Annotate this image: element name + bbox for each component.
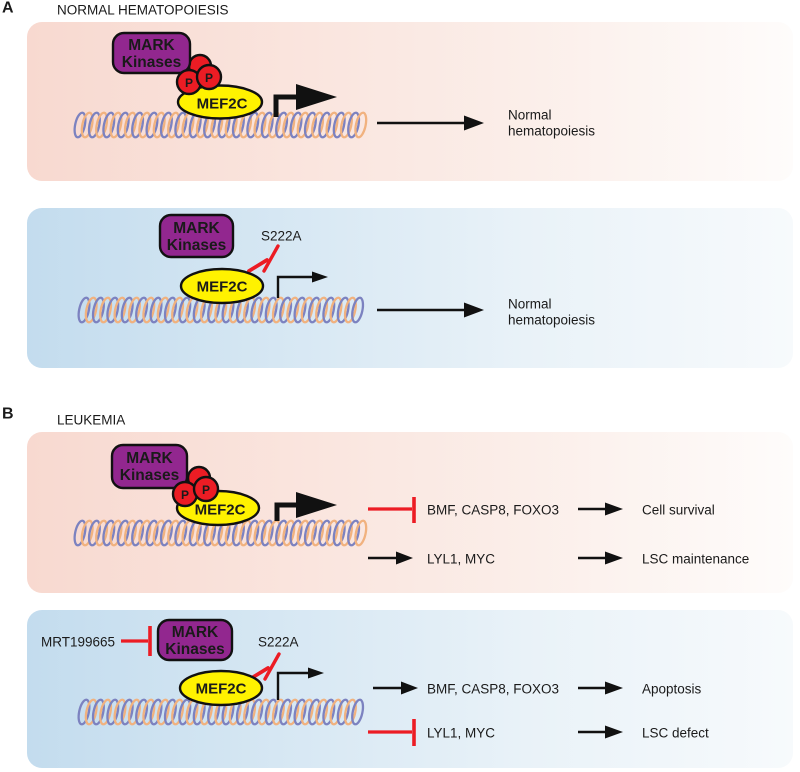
gene-label-repressed: BMF, CASP8, FOXO3 — [427, 503, 559, 518]
panel-b-inhibited-box: MRT199665 MARK Kinases S222A MEF2C BMF, … — [27, 610, 793, 768]
activation-arrow — [373, 681, 418, 695]
result-arrow — [578, 551, 623, 565]
mrt199665-label: MRT199665 — [41, 635, 115, 650]
phospho-circle — [192, 475, 220, 503]
activation-arrow — [368, 551, 413, 565]
s222a-label: S222A — [261, 229, 302, 244]
repression-bar — [368, 497, 416, 523]
panel-a-mutant-background — [27, 208, 793, 368]
mark-kinases-label-line1: MARK — [172, 624, 219, 641]
result-arrow — [578, 725, 623, 739]
outcome-label-lsc-defect: LSC defect — [642, 726, 709, 741]
mef2c-label: MEF2C — [196, 681, 247, 698]
outcome-label-line1: Normal — [508, 108, 552, 123]
mark-kinases-box — [110, 443, 189, 490]
outcome-label-apoptosis: Apoptosis — [642, 682, 702, 697]
mef2c-ellipse — [179, 267, 265, 305]
mef2c-label: MEF2C — [197, 96, 248, 113]
mark-kinases-label-line1: MARK — [128, 37, 175, 54]
outcome-label-lsc-maintenance: LSC maintenance — [642, 552, 749, 567]
dna-helix — [73, 519, 368, 547]
transcription-start-arrow-strong — [273, 84, 337, 117]
mark-kinases-box — [158, 213, 235, 259]
gene-label-activated: LYL1, MYC — [427, 726, 495, 741]
panel-b-label: B — [2, 406, 14, 423]
mark-kinases-label-line2: Kinases — [122, 54, 181, 71]
result-arrow — [578, 681, 623, 695]
mark-kinases-box — [111, 31, 192, 75]
s222a-inhibition-bar — [247, 244, 280, 273]
panel-a-normal-box: MARK Kinases MEF2C P P Normal hematopoie… — [27, 22, 793, 181]
phospho-label: P — [181, 488, 189, 502]
panel-b-active-background — [27, 432, 793, 593]
transcription-start-arrow-weak — [276, 271, 328, 298]
mark-kinases-label-line1: MARK — [173, 220, 220, 237]
outcome-label-line2: hematopoiesis — [508, 124, 595, 139]
mef2c-label: MEF2C — [197, 279, 248, 296]
mark-kinases-label-line2: Kinases — [120, 467, 179, 484]
outcome-label-line2: hematopoiesis — [508, 313, 595, 328]
gene-label-activated: LYL1, MYC — [427, 552, 495, 567]
result-arrow — [578, 502, 623, 516]
mark-kinases-label-line2: Kinases — [165, 641, 224, 658]
gene-label-repressed: BMF, CASP8, FOXO3 — [427, 682, 559, 697]
panel-a-title: NORMAL HEMATOPOIESIS — [57, 3, 229, 18]
output-arrow — [377, 115, 484, 131]
mark-kinases-label-line2: Kinases — [167, 237, 226, 254]
dna-helix — [73, 111, 368, 139]
s222a-label: S222A — [258, 635, 299, 650]
output-arrow — [377, 302, 484, 318]
transcription-start-arrow-weak — [276, 667, 324, 700]
panel-b-active-box: MARK Kinases MEF2C P P BMF, CASP8, FOXO3… — [27, 432, 793, 593]
mef2c-ellipse — [176, 84, 264, 120]
panel-a-normal-background — [27, 22, 793, 181]
mef2c-label: MEF2C — [195, 502, 246, 519]
phospho-circle — [195, 63, 223, 91]
phospho-label: P — [205, 71, 213, 85]
transcription-start-arrow-strong — [274, 492, 337, 521]
mrt-inhibition-bar — [121, 626, 152, 656]
phospho-label: P — [185, 76, 193, 90]
mark-kinases-label-line1: MARK — [126, 450, 173, 467]
phospho-label: P — [202, 483, 210, 497]
outcome-label-cell-survival: Cell survival — [642, 503, 715, 518]
mark-kinases-box — [156, 618, 234, 662]
panel-a-mutant-box: MARK Kinases S222A MEF2C Normal hematopo… — [27, 208, 793, 368]
panel-b-title: LEUKEMIA — [57, 413, 125, 428]
repression-bar — [368, 719, 416, 746]
panel-a-label: A — [2, 0, 14, 17]
mef2c-ellipse — [178, 669, 264, 707]
outcome-label-line1: Normal — [508, 297, 552, 312]
